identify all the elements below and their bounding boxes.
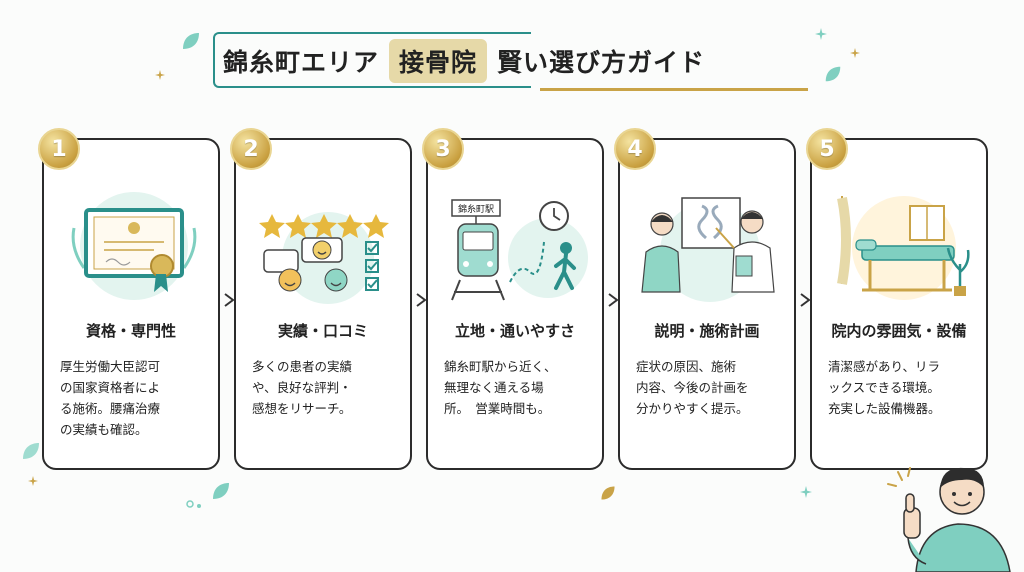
step-description: 錦糸町駅から近く、 無理なく通える場 所。 営業時間も。 (444, 359, 557, 416)
leaf-icon (601, 486, 615, 500)
step-number-badge: 4 (614, 128, 656, 170)
step-number-badge: 2 (230, 128, 272, 170)
station-sign: 錦糸町駅 (458, 203, 494, 215)
step-card-1: 資格・専門性 厚生労働大臣認可 の国家資格者によ る施術。腰痛治療 の実績も確認… (42, 138, 220, 470)
sparkle-icon (815, 28, 827, 40)
step-title: 説明・施術計画 (654, 322, 760, 340)
title-part-2: 賢い選び方ガイド (497, 48, 706, 77)
clinic-room-icon (837, 196, 970, 300)
arrow-right-icon (416, 293, 427, 307)
page-title: 錦糸町エリア 接骨院 賢い選び方ガイド (213, 32, 809, 90)
consultation-icon (641, 197, 775, 302)
leaf-icon (213, 483, 229, 499)
sparkle-icon (155, 70, 165, 80)
dots-icon (186, 500, 201, 508)
title-highlight: 接骨院 (389, 39, 488, 83)
step-number-badge: 5 (806, 128, 848, 170)
leaf-icon (825, 66, 841, 82)
leaf-icon (183, 33, 199, 49)
title-frame (213, 32, 531, 88)
sparkle-icon (800, 486, 812, 498)
step-title: 院内の雰囲気・設備 (831, 322, 967, 340)
step-card-5: 院内の雰囲気・設備 清潔感があり、リラ ックスできる環境。 充実した設備機器。 (810, 138, 988, 470)
step-title: 実績・口コミ (277, 322, 368, 340)
reviews-icon (259, 212, 389, 304)
step-card-4: 説明・施術計画 症状の原因、施術 内容、今後の計画を 分かりやすく提示。 (618, 138, 796, 470)
leaf-icon (23, 443, 39, 459)
step-title: 資格・専門性 (85, 322, 176, 340)
sparkle-icon (850, 48, 860, 58)
title-part-1: 錦糸町エリア (223, 48, 380, 77)
step-number-badge: 3 (422, 128, 464, 170)
certificate-icon (71, 192, 197, 300)
arrow-right-icon (800, 293, 811, 307)
station-icon: 錦糸町駅 (451, 199, 588, 301)
step-number-badge: 1 (38, 128, 80, 170)
step-description: 厚生労働大臣認可 の国家資格者によ る施術。腰痛治療 の実績も確認。 (60, 359, 161, 437)
arrow-right-icon (224, 293, 235, 307)
step-description: 多くの患者の実績 や、良好な評判・ 感想をリサーチ。 (252, 359, 353, 416)
sparkle-icon (28, 476, 38, 486)
step-description: 症状の原因、施術 内容、今後の計画を 分かりやすく提示。 (636, 359, 749, 416)
step-card-2: 実績・口コミ 多くの患者の実績 や、良好な評判・ 感想をリサーチ。 (234, 138, 412, 470)
step-title: 立地・通いやすさ (454, 322, 575, 340)
thumbs-up-person-icon (887, 467, 1011, 572)
title-underline (540, 88, 808, 91)
step-card-3: 錦糸町駅 立地・通いやすさ 錦糸町駅から近く、 無理なく通える場 所。 営業時間… (426, 138, 604, 470)
arrow-right-icon (608, 293, 619, 307)
step-description: 清潔感があり、リラ ックスできる環境。 充実した設備機器。 (828, 359, 941, 416)
